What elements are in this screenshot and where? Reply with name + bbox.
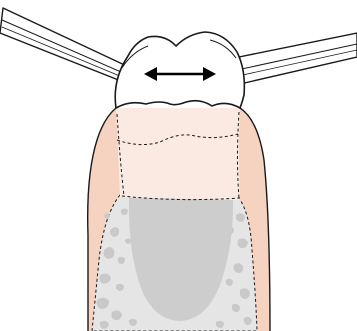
right-instrument xyxy=(234,33,357,84)
tooth-crown xyxy=(115,32,244,108)
left-instrument xyxy=(0,8,131,83)
crown-cervical-enamel xyxy=(116,108,240,200)
